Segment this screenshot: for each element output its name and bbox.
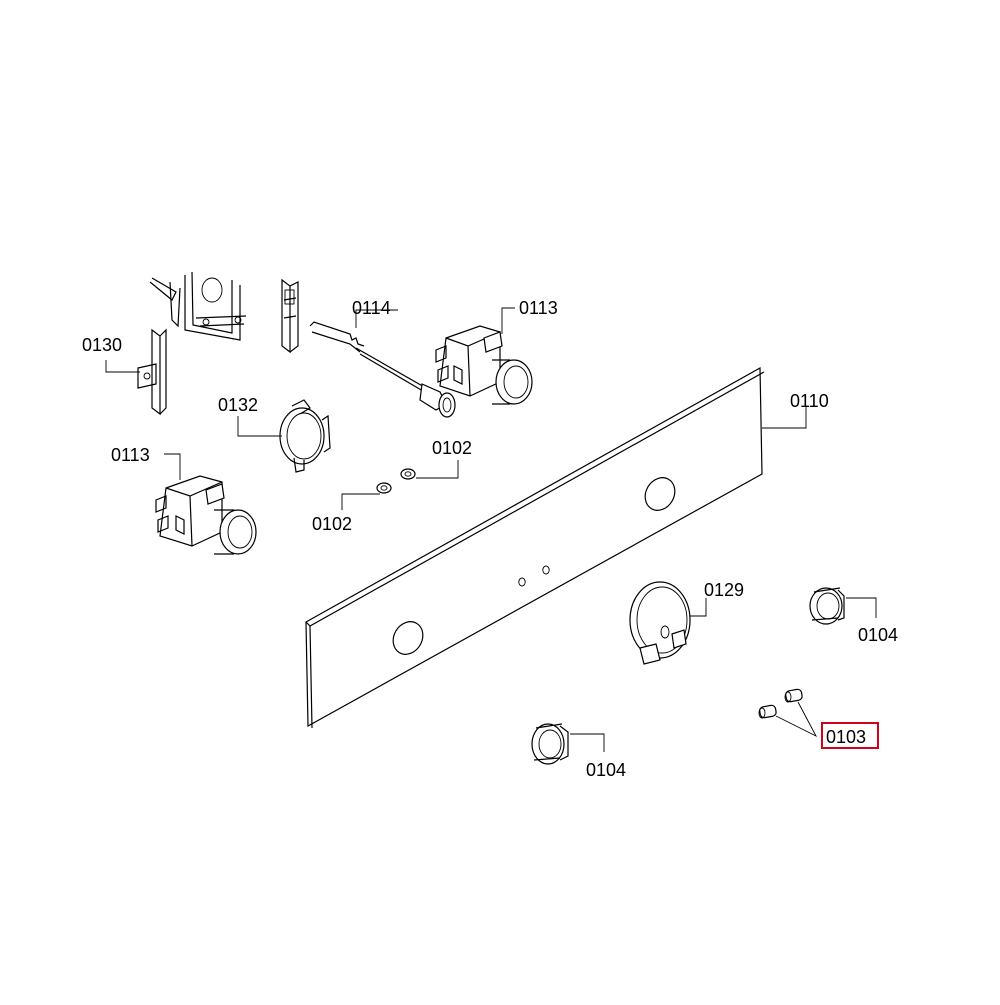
part-0130-bracket [137, 328, 167, 416]
label-0103: 0103 [826, 727, 866, 747]
leader-0113-lower [164, 453, 181, 480]
label-0110: 0110 [790, 391, 829, 411]
part-0113-upper-knob-switch [435, 325, 533, 405]
bracket-fragment-right [281, 278, 299, 354]
label-0129: 0129 [704, 580, 744, 600]
label-0130: 0130 [82, 335, 122, 355]
leader-0129 [690, 598, 707, 617]
part-0102-washer-b [400, 468, 416, 480]
label-0102-b: 0102 [432, 438, 472, 458]
part-0114-switch-rod [309, 321, 456, 418]
part-0132-ring-clip [279, 399, 331, 473]
label-0132: 0132 [218, 395, 258, 415]
leader-0102-a [341, 493, 380, 510]
leader-0113-upper [501, 307, 515, 334]
leader-0104-right [846, 597, 877, 618]
leader-0104-lower [570, 733, 605, 752]
part-0110-control-panel [305, 366, 765, 729]
leader-0130 [105, 360, 140, 373]
label-0103-highlight-box [821, 722, 879, 749]
part-0103-cap-a [784, 688, 803, 703]
leader-0114 [355, 309, 398, 328]
bracket-fragment-left [149, 271, 247, 341]
leader-0103 [775, 701, 818, 738]
leader-0102-b [416, 460, 459, 479]
label-0102-a: 0102 [312, 514, 352, 534]
part-0129-ring [629, 581, 691, 665]
leader-0132 [237, 416, 282, 437]
label-0104-right: 0104 [858, 625, 898, 645]
part-0104-bezel-lower [531, 723, 569, 765]
part-0103-cap-b [758, 704, 777, 719]
label-0114: 0114 [352, 298, 391, 318]
leader-0110 [762, 406, 807, 429]
part-0102-washer-a [376, 482, 392, 494]
part-0113-lower-knob-switch [155, 475, 257, 555]
label-0113-upper: 0113 [519, 298, 558, 318]
part-0104-bezel-right [809, 587, 845, 625]
label-0104-lower: 0104 [586, 760, 626, 780]
label-0113-lower: 0113 [111, 445, 150, 465]
